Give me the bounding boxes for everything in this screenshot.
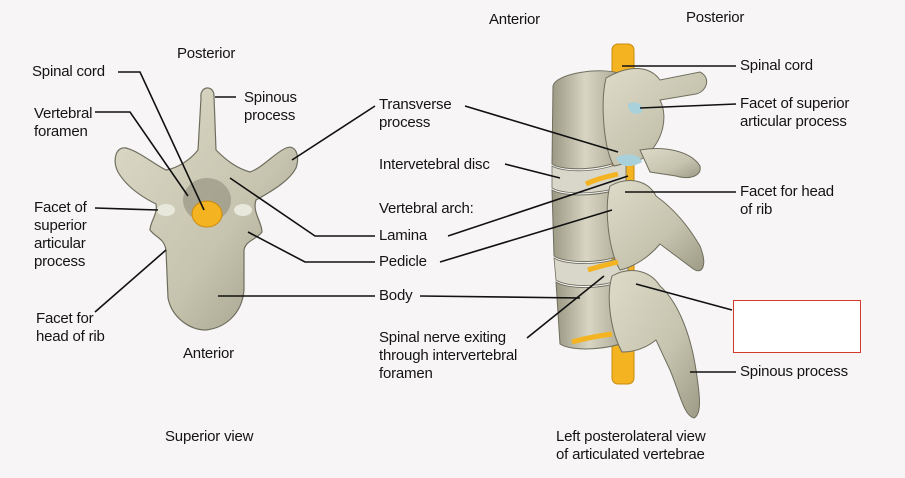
superior-articular-facet-left: [157, 204, 175, 216]
label-superior-spinous-process: Spinous process: [244, 89, 297, 124]
posterior-elements-2: [606, 180, 705, 272]
hidden-label-box[interactable]: [733, 300, 861, 353]
label-spinal-nerve: Spinal nerve exiting through interverteb…: [379, 329, 518, 382]
rib-facet-1: [628, 102, 643, 114]
label-pedicle: Pedicle: [379, 253, 427, 270]
label-vertebral-arch: Vertebral arch:: [379, 200, 474, 217]
label-lateral-facet-rib: Facet for head of rib: [740, 183, 834, 218]
caption-superior-view: Superior view: [165, 428, 254, 445]
label-transverse-process: Transverse process: [379, 96, 452, 131]
label-superior-facet-superior-articular: Facet of superior articular process: [34, 199, 87, 270]
label-superior-anterior: Anterior: [183, 345, 234, 362]
caption-lateral-view: Left posterolateral view of articulated …: [556, 428, 706, 463]
nerve-root-3: [571, 331, 613, 345]
transverse-process-1: [639, 148, 701, 179]
lateral-view-vertebrae: [551, 43, 708, 419]
label-superior-facet-rib: Facet for head of rib: [36, 310, 105, 345]
lateral-leader-lines: [419, 65, 737, 373]
label-lateral-anterior: Anterior: [489, 11, 540, 28]
label-lateral-spinous-process: Spinous process: [740, 363, 848, 380]
label-intervertebral-disc: Intervetebral disc: [379, 156, 490, 173]
nerve-root-1: [584, 171, 619, 187]
label-superior-posterior: Posterior: [177, 45, 236, 62]
superior-articular-facet-right: [234, 204, 252, 216]
posterior-elements-1: [602, 67, 708, 167]
label-body: Body: [379, 287, 413, 304]
label-lateral-posterior: Posterior: [686, 9, 745, 26]
posterior-elements-3: [608, 270, 700, 419]
spinal-cord-superior: [191, 200, 223, 228]
label-lateral-spinal-cord: Spinal cord: [740, 57, 813, 74]
rib-facet-2: [616, 154, 642, 167]
label-lateral-facet-superior-articular: Facet of superior articular process: [740, 95, 850, 130]
label-vertebral-foramen: Vertebral foramen: [34, 105, 93, 140]
nerve-root-2: [587, 259, 619, 273]
superior-leader-lines: [94, 71, 376, 313]
label-lamina: Lamina: [379, 227, 427, 244]
label-superior-spinal-cord: Spinal cord: [32, 63, 105, 80]
